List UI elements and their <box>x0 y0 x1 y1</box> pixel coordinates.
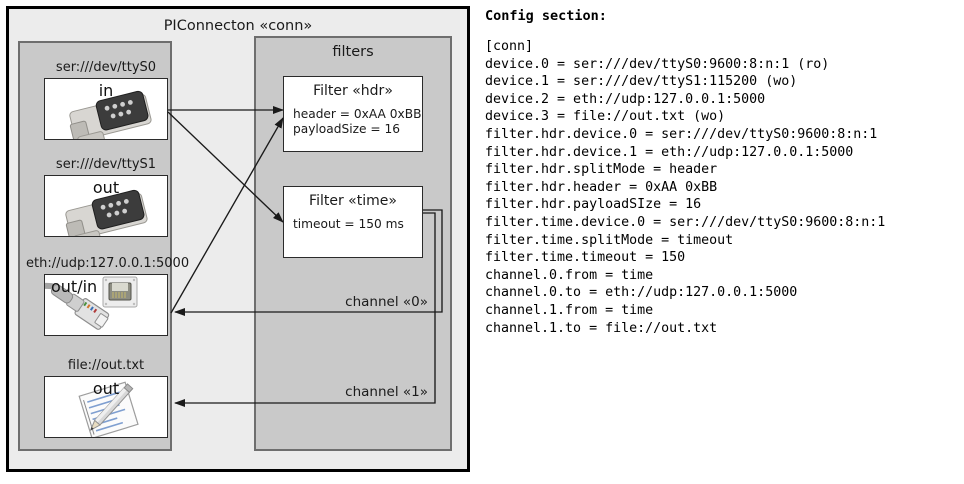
filter-hdr-prop-payloadsize: payloadSize = 16 <box>293 122 400 136</box>
filter-time-prop-timeout: timeout = 150 ms <box>293 217 404 231</box>
connector-title: PIConnecton «conn» <box>163 18 313 34</box>
device-ttys0-direction: in <box>98 81 114 100</box>
filter-hdr[interactable]: Filter «hdr» header = 0xAA 0xBB payloadS… <box>283 76 423 152</box>
device-file-label: file://out.txt <box>67 358 145 373</box>
serial-db9-icon <box>45 79 167 139</box>
filter-hdr-title: Filter «hdr» <box>313 83 393 99</box>
device-ttys0-label: ser:///dev/ttyS0 <box>55 60 157 75</box>
config-body: [conn] device.0 = ser:///dev/ttyS0:9600:… <box>485 39 886 336</box>
device-eth-direction: out/in <box>51 277 98 296</box>
filter-time-title: Filter «time» <box>309 193 397 209</box>
filter-hdr-properties: header = 0xAA 0xBB payloadSize = 16 <box>293 107 421 137</box>
device-file-box: out <box>44 376 168 438</box>
config-heading: Config section: <box>485 8 607 24</box>
architecture-diagram: PIConnecton «conn» filters ser:///dev/tt… <box>0 0 478 484</box>
channel-0-label: channel «0» <box>345 294 428 310</box>
device-ttys1-direction: out <box>92 178 120 197</box>
device-ttys1-label: ser:///dev/ttyS1 <box>55 157 157 172</box>
device-ttys1-box: out <box>44 175 168 237</box>
filter-time[interactable]: Filter «time» timeout = 150 ms <box>283 186 423 258</box>
device-file-direction: out <box>92 379 120 398</box>
channel-1-label: channel «1» <box>345 384 428 400</box>
text-document-pencil-icon <box>45 377 167 437</box>
config-section: Config section: [conn] device.0 = ser://… <box>483 0 964 484</box>
device-ttys0-box: in <box>44 78 168 140</box>
filters-group-title: filters <box>332 44 374 60</box>
filter-hdr-prop-header: header = 0xAA 0xBB <box>293 107 422 121</box>
device-eth-label: eth://udp:127.0.0.1:5000 <box>26 256 190 271</box>
filter-time-properties: timeout = 150 ms <box>293 217 404 232</box>
ethernet-plug-icon <box>45 275 167 335</box>
serial-db9-icon <box>45 176 167 236</box>
device-eth-box: out/in <box>44 274 168 336</box>
